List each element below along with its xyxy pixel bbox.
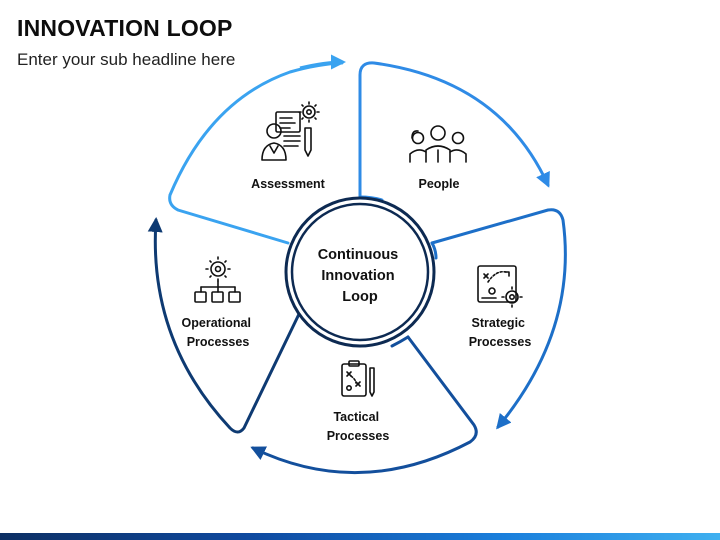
bottom-accent-bar: [0, 533, 720, 540]
segment-operational-outline: [147, 217, 302, 434]
segment-assessment-arrow: [299, 54, 346, 70]
center-circle: [290, 202, 430, 342]
operational-label-line-1: Operational: [182, 316, 251, 330]
operational-label: Operational Processes: [182, 316, 255, 349]
gear-hierarchy-icon: [194, 256, 241, 303]
segment-people-outline: [358, 61, 550, 199]
center-label-line-2: Innovation: [321, 268, 394, 284]
tactical-label: Tactical Processes: [327, 410, 390, 443]
strategic-label-line-1: Strategic: [472, 316, 526, 330]
center-label-line-3: Loop: [342, 289, 378, 305]
assessment-label-line-1: Assessment: [251, 177, 325, 191]
strategic-label-line-2: Processes: [469, 335, 532, 349]
clipboard-plan-icon: [341, 360, 375, 397]
tactical-label-line-1: Tactical: [333, 410, 379, 424]
people-label: People: [419, 177, 460, 191]
assessment-icon: [261, 101, 320, 161]
center-label-line-1: Continuous: [318, 247, 399, 263]
strategy-board-icon: [477, 265, 523, 308]
segment-strategic-inner: [430, 241, 438, 260]
assessment-label: Assessment: [251, 177, 325, 191]
segment-tactical-inner: [390, 335, 410, 348]
people-icon: [409, 125, 467, 163]
tactical-label-line-2: Processes: [327, 429, 390, 443]
segment-strategic-outline: [430, 208, 567, 430]
page-subtitle: Enter your sub headline here: [17, 50, 236, 69]
page-title: INNOVATION LOOP: [17, 15, 233, 41]
people-label-line-1: People: [419, 177, 460, 191]
operational-label-line-2: Processes: [187, 335, 250, 349]
segment-tactical-outline: [250, 335, 478, 474]
center-label: Continuous Innovation Loop: [318, 247, 403, 305]
strategic-label: Strategic Processes: [469, 316, 532, 349]
